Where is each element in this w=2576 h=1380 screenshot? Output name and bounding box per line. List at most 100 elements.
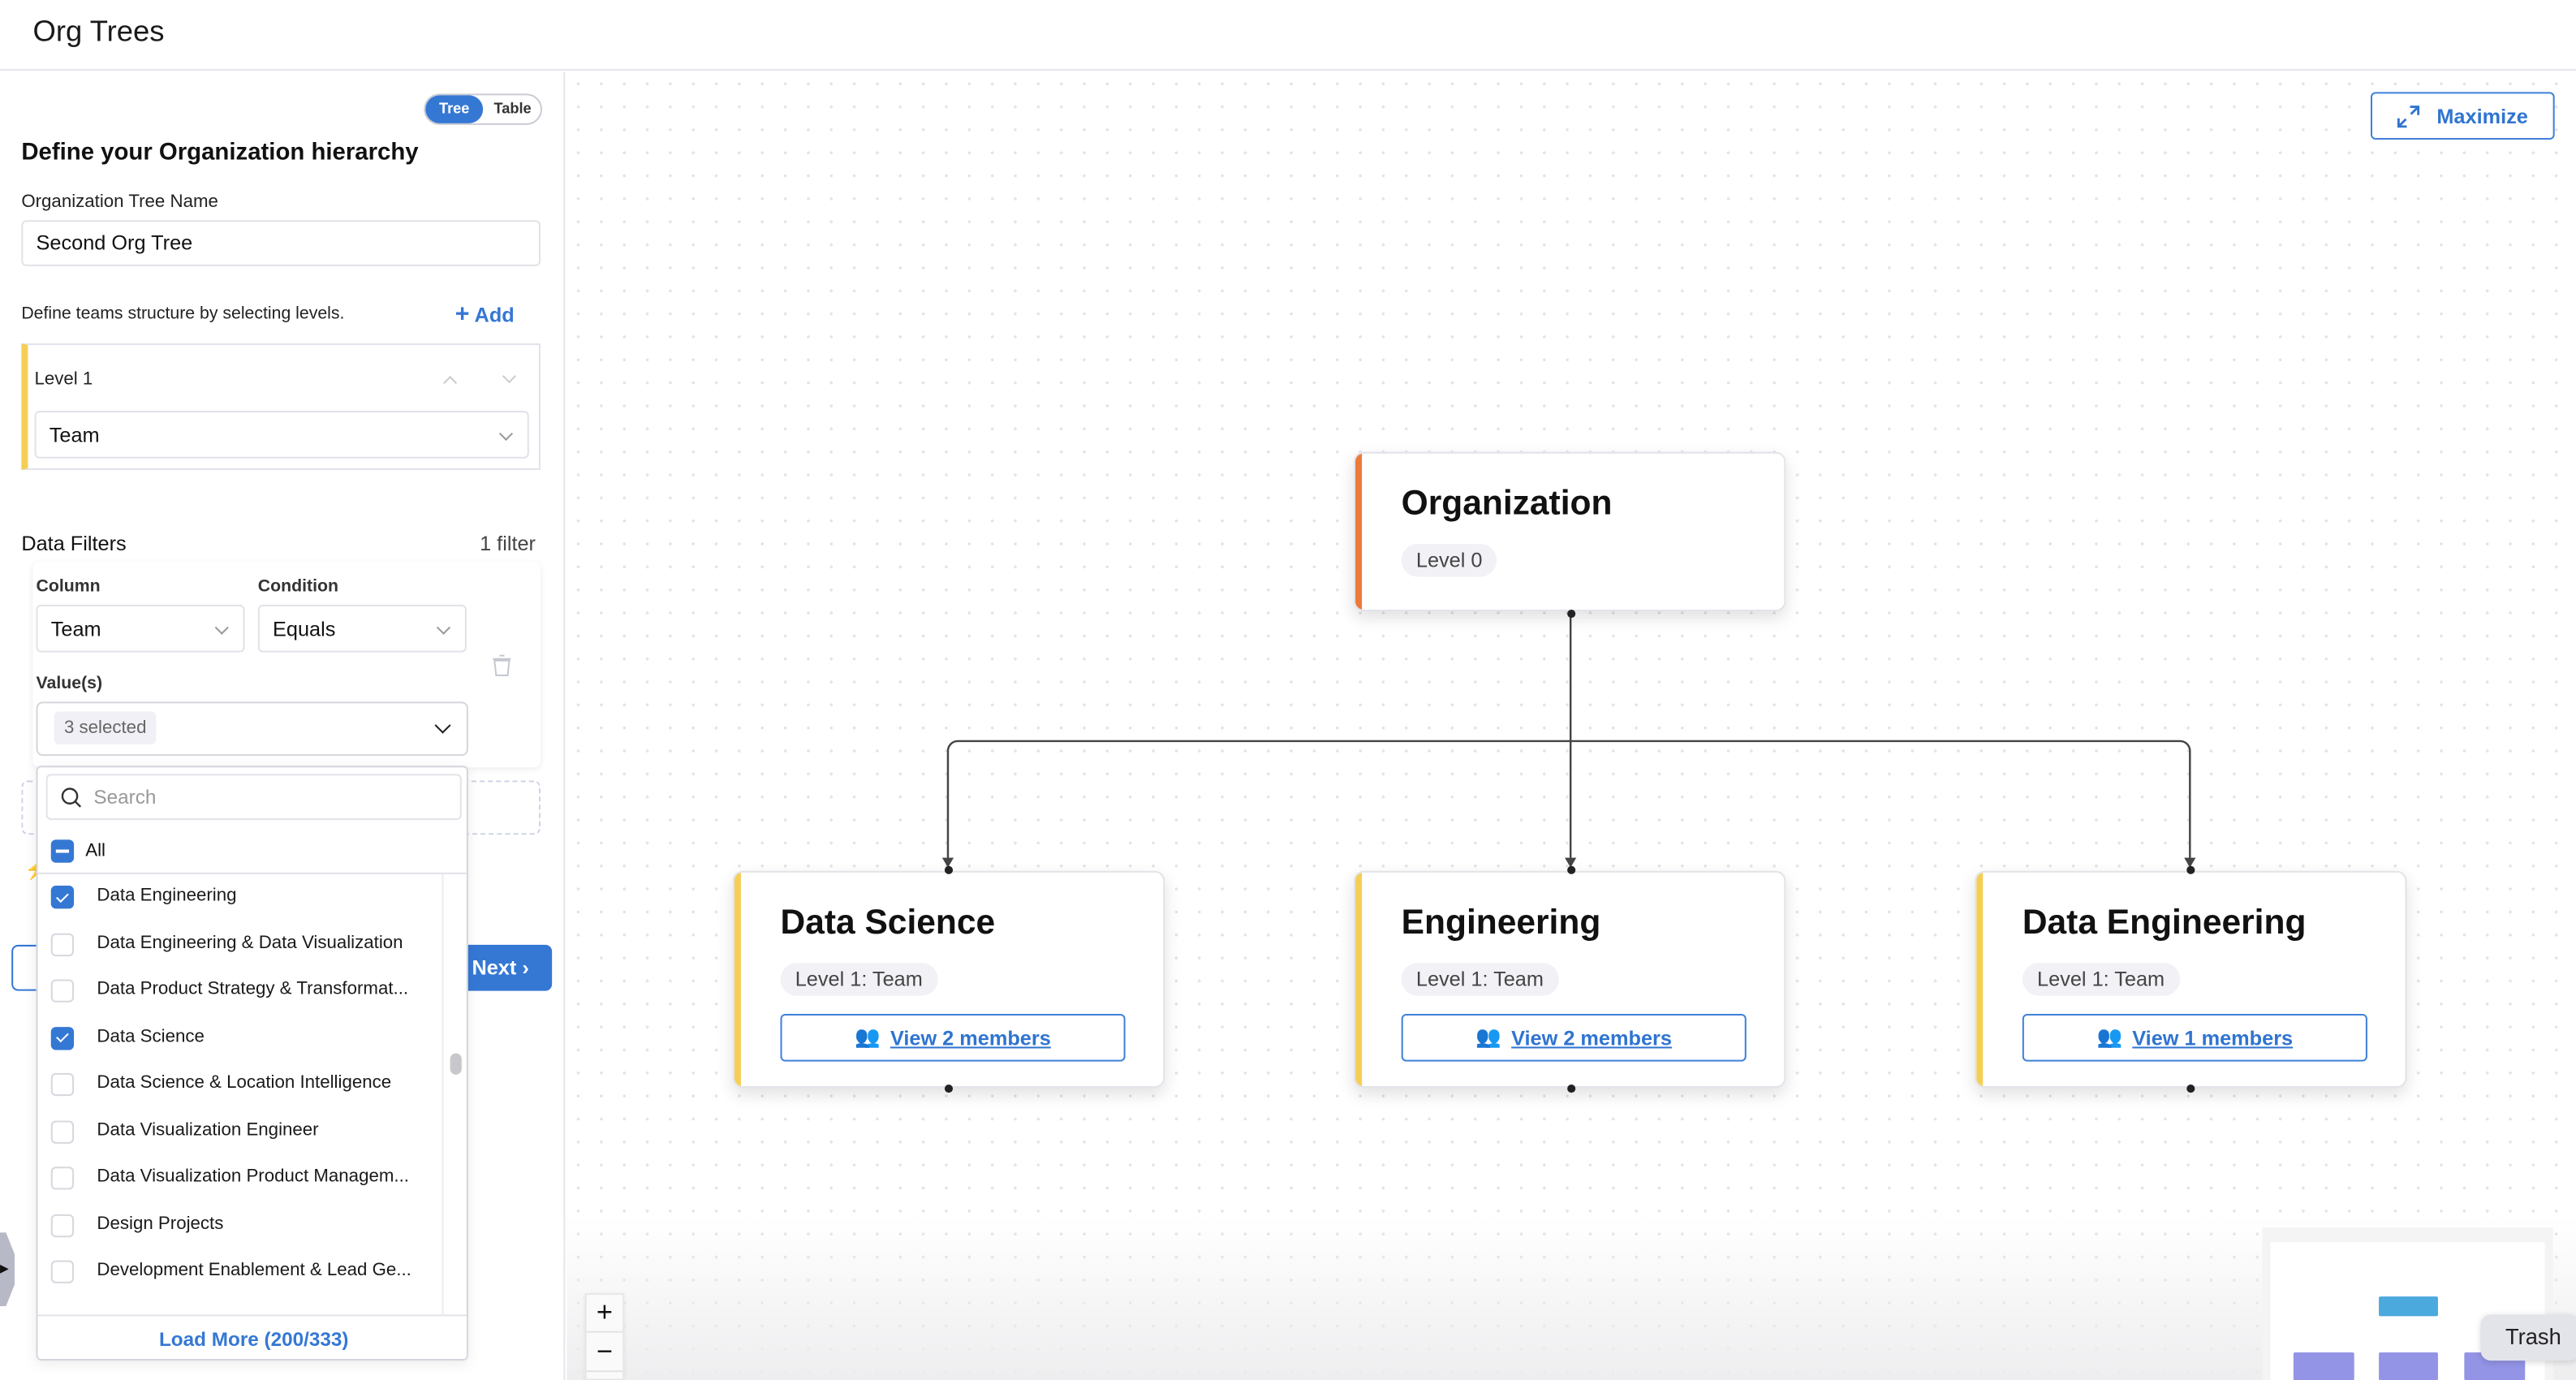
connector-handle[interactable]: [2186, 865, 2195, 874]
tree-name-input[interactable]: Second Org Tree: [21, 220, 541, 266]
page-title: Org Trees: [32, 15, 165, 48]
checkbox[interactable]: [50, 932, 75, 956]
scrollbar-track[interactable]: [442, 873, 467, 1315]
add-level-button[interactable]: + Add: [455, 300, 515, 328]
connector-handle[interactable]: [944, 1084, 954, 1093]
column-select[interactable]: Team: [36, 604, 245, 653]
minimap-node: [2293, 1352, 2354, 1380]
level-select[interactable]: Team: [34, 411, 529, 459]
connector-handle[interactable]: [944, 865, 954, 874]
maximize-button[interactable]: Maximize: [2370, 92, 2555, 140]
minimap-node: [2379, 1296, 2438, 1317]
checkbox[interactable]: [50, 1167, 75, 1190]
select-all-row[interactable]: All: [37, 830, 467, 874]
level-color-bar: [1976, 872, 1984, 1087]
group-icon: 👥: [1475, 1025, 1501, 1049]
option-label: Data Visualization Engineer: [97, 1119, 319, 1140]
indeterminate-checkbox[interactable]: [50, 839, 75, 863]
checkbox[interactable]: [50, 886, 75, 909]
view-toggle: Tree Table: [424, 93, 542, 125]
option-label: Design Projects: [97, 1213, 224, 1234]
checkbox[interactable]: [50, 1260, 75, 1283]
minimap-node: [2379, 1352, 2438, 1380]
list-item[interactable]: Data Engineering & Data Visualization: [38, 921, 442, 968]
option-label: Data Science & Location Intelligence: [97, 1072, 392, 1093]
maximize-label: Maximize: [2436, 104, 2528, 127]
toggle-table[interactable]: Table: [493, 100, 532, 117]
load-more-button[interactable]: Load More (200/333): [37, 1314, 467, 1360]
levels-hint: Define teams structure by selecting leve…: [21, 304, 345, 324]
view-members-button[interactable]: 👥 View 1 members: [2022, 1013, 2367, 1062]
level-color-bar: [1355, 872, 1363, 1087]
all-label: All: [85, 841, 106, 861]
org-node-root[interactable]: Organization Level 0: [1353, 451, 1786, 612]
values-dropdown: Search All Data Engineering Data Enginee…: [36, 765, 468, 1361]
dropdown-search-input[interactable]: Search: [45, 774, 462, 821]
arrowhead: [941, 857, 2196, 868]
scrollbar-thumb[interactable]: [450, 1053, 462, 1075]
zoom-out-button[interactable]: −: [586, 1335, 623, 1373]
level-color-bar: [1355, 453, 1363, 610]
org-node-engineering[interactable]: Engineering Level 1: Team 👥View 2 member…: [1353, 870, 1786, 1089]
list-item[interactable]: Design Projects: [38, 1202, 442, 1248]
connector-handle[interactable]: [1566, 608, 1575, 618]
zoom-in-button[interactable]: +: [586, 1295, 623, 1333]
search-icon: [61, 787, 82, 808]
view-members-button[interactable]: 👥View 2 members: [780, 1013, 1126, 1062]
toggle-tree[interactable]: Tree: [425, 95, 484, 123]
form-heading: Define your Organization hierarchy: [21, 140, 419, 166]
zoom-controls: + −: [584, 1293, 625, 1380]
checkbox[interactable]: [50, 1213, 75, 1237]
condition-select[interactable]: Equals: [257, 604, 467, 653]
checkbox[interactable]: [50, 1119, 75, 1143]
level-color-bar: [734, 872, 741, 1087]
node-title: Data Science: [780, 903, 996, 942]
option-label: Development Enablement & Lead Ge...: [97, 1260, 411, 1280]
level-label: Level 1: [34, 369, 93, 390]
option-label: Data Engineering & Data Visualization: [97, 932, 403, 953]
values-label: Value(s): [36, 673, 103, 694]
column-label: Column: [36, 576, 101, 597]
list-item[interactable]: Data Product Strategy & Transformat...: [38, 968, 442, 1014]
list-item[interactable]: Data Engineering: [38, 874, 442, 921]
app-header: Org Trees: [0, 0, 2576, 71]
org-node-data-science[interactable]: Data Science Level 1: Team 👥View 2 membe…: [732, 870, 1165, 1089]
view-members-label: View 1 members: [2132, 1026, 2294, 1050]
list-item[interactable]: Development Enablement & Lead Ge...: [38, 1248, 442, 1295]
connector-handle[interactable]: [1566, 865, 1575, 874]
list-item[interactable]: Data Visualization Engineer: [38, 1108, 442, 1154]
connector-handle[interactable]: [2186, 1084, 2195, 1093]
option-label: Data Product Strategy & Transformat...: [97, 979, 409, 999]
tree-name-value: Second Org Tree: [36, 231, 193, 255]
column-value: Team: [50, 617, 101, 640]
connector-handle[interactable]: [1566, 1084, 1575, 1093]
view-members-button[interactable]: 👥 View 2 members: [1401, 1013, 1747, 1062]
chevron-right-icon: ›: [522, 956, 529, 980]
checkbox[interactable]: [50, 979, 75, 1003]
checkbox[interactable]: [50, 1072, 75, 1097]
list-item[interactable]: Data Science & Location Intelligence: [38, 1062, 442, 1108]
node-title: Data Engineering: [2022, 903, 2307, 942]
level-card: Level 1 Team: [21, 343, 541, 470]
group-icon: 👥: [2096, 1025, 2123, 1049]
list-item[interactable]: Data Visualization Product Managem...: [38, 1155, 442, 1201]
trash-icon[interactable]: [491, 654, 512, 677]
trash-tooltip: Trash: [2480, 1314, 2576, 1361]
org-node-data-engineering[interactable]: Data Engineering Level 1: Team 👥View 1 m…: [1975, 870, 2407, 1089]
view-members-label: View 2 members: [1511, 1026, 1672, 1050]
plus-icon: +: [454, 300, 470, 329]
panel-collapse-handle[interactable]: ▶: [0, 1232, 15, 1307]
list-item[interactable]: Data Science: [38, 1015, 442, 1061]
next-label: Next: [472, 956, 517, 980]
checkbox[interactable]: [50, 1026, 75, 1050]
values-multiselect[interactable]: 3 selected: [36, 701, 468, 757]
node-title: Engineering: [1401, 903, 1601, 942]
search-placeholder: Search: [93, 785, 157, 809]
filters-title: Data Filters: [21, 532, 127, 556]
option-label: Data Visualization Product Managem...: [97, 1167, 409, 1187]
option-label: Data Engineering: [97, 886, 237, 906]
condition-value: Equals: [273, 617, 336, 640]
play-icon: ▶: [0, 1263, 9, 1275]
condition-label: Condition: [257, 576, 338, 597]
